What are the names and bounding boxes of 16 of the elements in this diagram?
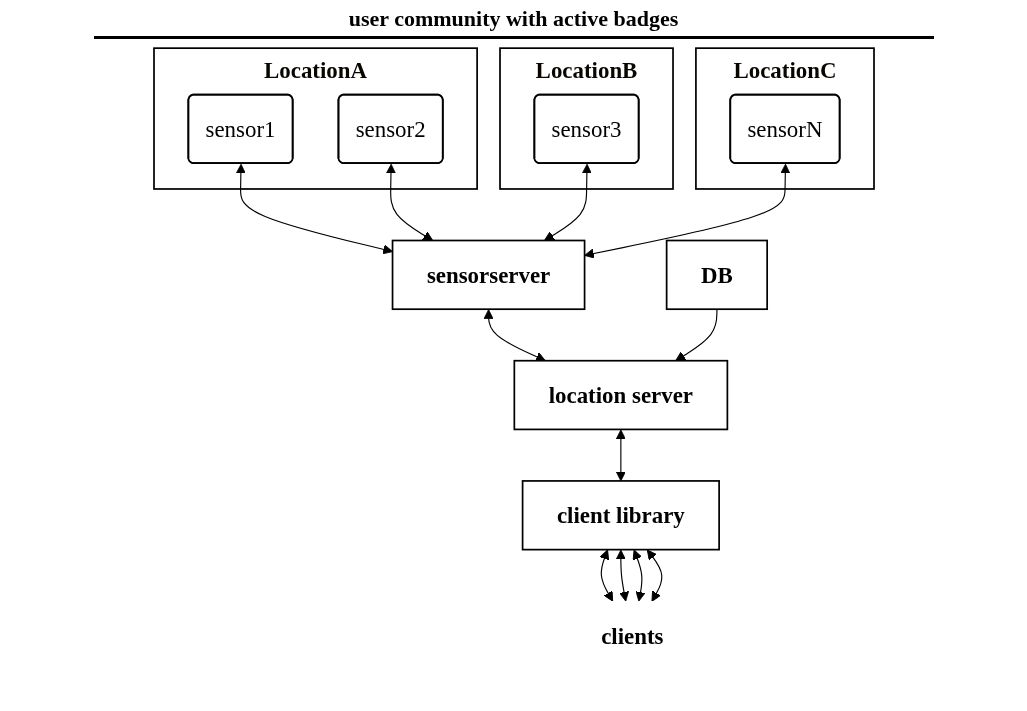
arrow: [615, 429, 626, 482]
arrow: [235, 163, 393, 255]
arrow: [483, 309, 546, 362]
community-label: user community with active badges: [348, 6, 679, 31]
arrow: [385, 163, 433, 241]
node-box: sensorserver: [391, 239, 585, 311]
arrow: [632, 549, 645, 602]
node-text: clients: [600, 622, 663, 649]
node-box: client library: [521, 480, 720, 551]
node-box: DB: [665, 239, 768, 311]
arrow: [543, 163, 592, 241]
arrow: [646, 549, 662, 602]
node-box: location server: [513, 359, 728, 431]
arrow: [599, 549, 613, 602]
arrow: [615, 549, 629, 602]
arrow: [674, 308, 717, 362]
